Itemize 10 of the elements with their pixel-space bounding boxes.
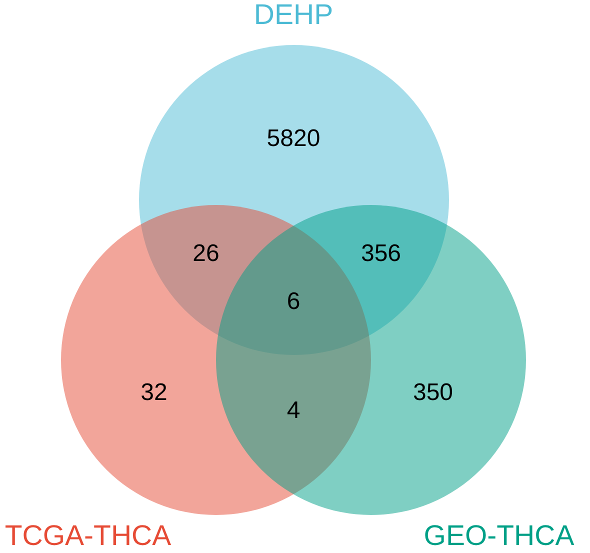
set-label: TCGA-THCA — [4, 522, 172, 550]
count-label: 32 — [140, 381, 168, 405]
count-label: 356 — [360, 242, 402, 266]
set-label: GEO-THCA — [424, 522, 574, 550]
count-label: 6 — [286, 290, 300, 314]
count-label: 4 — [286, 399, 300, 423]
count-label: 5820 — [266, 127, 320, 151]
count-label: 26 — [192, 242, 220, 266]
set-label: DEHP — [254, 0, 334, 30]
count-label: 350 — [412, 381, 454, 405]
